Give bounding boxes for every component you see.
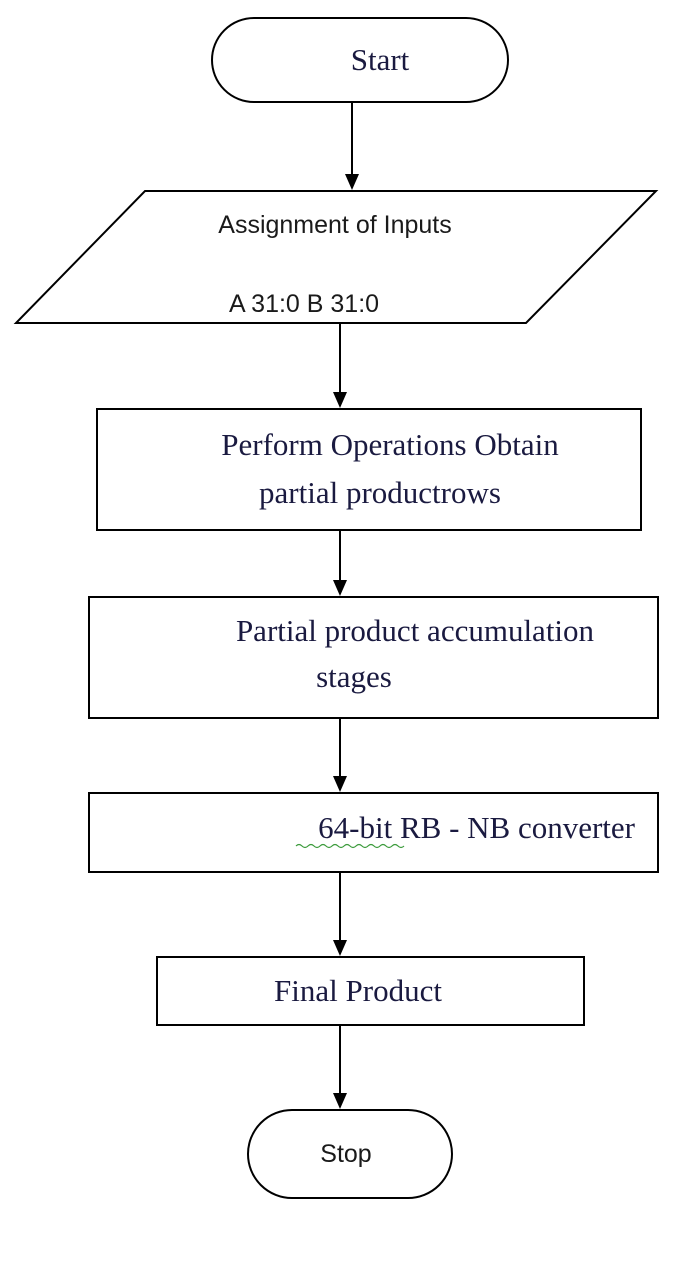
process-accumulation-line2: stages [316,659,392,694]
process-box-final-product-shape [156,956,585,1026]
connector-process3-to-process4 [333,872,347,956]
process-box-converter-shape [88,792,659,873]
arrowhead [333,940,347,956]
start-shape [211,17,509,103]
process-converter-label: 64-bit RB - NB converter [318,810,636,845]
process-final-product-label: Final Product [274,973,442,1008]
process-converter-suffix: - NB converter [441,810,635,845]
process-box-accumulation-shape [88,596,659,719]
process-operations-line1: Perform Operations Obtain [221,427,559,462]
connector-process2-to-process3 [333,718,347,792]
arrowhead [333,776,347,792]
stop-shape [247,1109,453,1199]
input-parallelogram: Assignment of Inputs A 31:0 B 31:0 [13,190,659,324]
process-converter-prefix: 64- [318,810,359,845]
input-label-line2: A 31:0 B 31:0 [229,290,379,318]
process-box-accumulation: Partial product accumulation stages [88,596,659,719]
spellcheck-underline [295,843,405,849]
process-box-converter: 64-bit RB - NB converter [88,792,659,873]
process-box-operations: Perform Operations Obtain partial produc… [96,408,642,531]
start-label: Start [351,42,410,77]
process-box-operations-shape [96,408,642,531]
process-box-final-product: Final Product [156,956,585,1026]
stop-terminator: Stop [247,1109,453,1199]
input-label-line1: Assignment of Inputs [218,211,451,239]
connector-input-to-process1 [333,323,347,408]
stop-label: Stop [320,1140,371,1168]
arrowhead [333,392,347,408]
process-accumulation-line1: Partial product accumulation [236,613,595,648]
start-terminator: Start [211,17,509,103]
connector-start-to-input [345,102,359,190]
input-shape [13,190,659,324]
arrowhead [333,1093,347,1109]
process-converter-flagged-text: bit RB [359,810,441,845]
connector-process1-to-process2 [333,530,347,596]
connector-process4-to-stop [333,1025,347,1109]
arrowhead [345,174,359,190]
process-operations-line2: partial productrows [259,475,501,510]
arrowhead [333,580,347,596]
